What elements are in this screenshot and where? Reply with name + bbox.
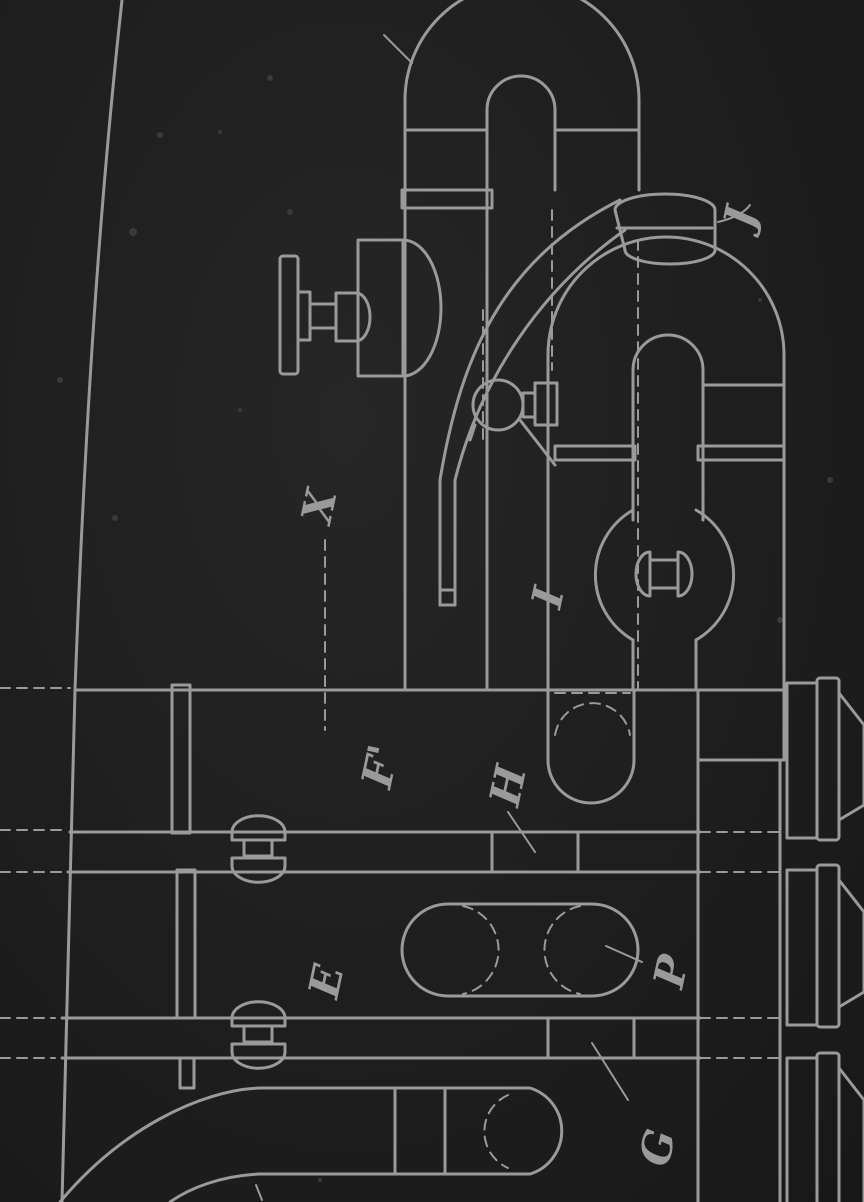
rotor-slot-p bbox=[400, 902, 643, 998]
label-f-prime: F' bbox=[352, 740, 409, 793]
valve-cap-3 bbox=[785, 1051, 864, 1202]
valve-casing bbox=[0, 683, 786, 1202]
valve-cap-2 bbox=[785, 863, 864, 1029]
slide-h bbox=[507, 688, 636, 853]
label-x: X bbox=[291, 484, 347, 530]
slide-g bbox=[58, 1042, 629, 1202]
right-u-tube bbox=[546, 235, 786, 762]
thumb-screw-left bbox=[278, 238, 443, 378]
label-g: G bbox=[630, 1125, 685, 1170]
valve-disc bbox=[593, 508, 736, 692]
valve-cap-1 bbox=[785, 676, 864, 842]
pivot-lever bbox=[468, 378, 559, 467]
stud-screw-lower bbox=[230, 1000, 287, 1070]
bell-outline bbox=[60, 0, 124, 1202]
crossover-tube bbox=[438, 192, 751, 691]
top-u-tube bbox=[383, 0, 641, 692]
paper-texture bbox=[57, 75, 833, 1182]
stud-screw-upper bbox=[230, 814, 287, 884]
label-e: E bbox=[299, 960, 354, 1003]
label-j: J bbox=[712, 199, 766, 239]
label-h: H bbox=[480, 760, 537, 811]
label-p: P bbox=[644, 950, 699, 993]
